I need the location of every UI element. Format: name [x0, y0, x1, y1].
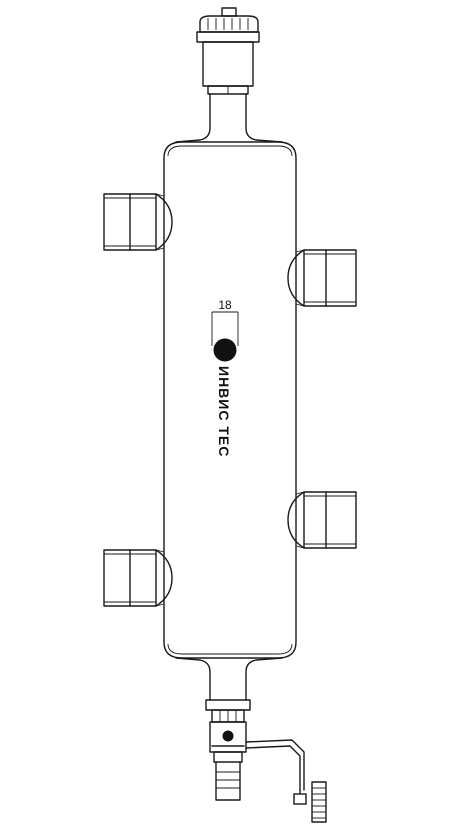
dimension-marker: 18: [211, 298, 239, 346]
valve-handle-pivot: [222, 730, 234, 742]
nozzle-right-upper: [287, 249, 357, 307]
nozzle-left-upper: [103, 193, 173, 251]
nozzle-left-lower: [103, 549, 173, 607]
nozzle-right-lower: [287, 491, 357, 549]
brand-logo: ИНВИС ТЕС: [213, 338, 237, 457]
brand-text: ИНВИС ТЕС: [216, 366, 232, 457]
dimension-label: 18: [218, 298, 232, 312]
vessel-body: [163, 141, 297, 659]
air-vent: [175, 7, 283, 143]
drain-assembly: [175, 657, 327, 823]
brand-logo-circle: [213, 338, 237, 362]
